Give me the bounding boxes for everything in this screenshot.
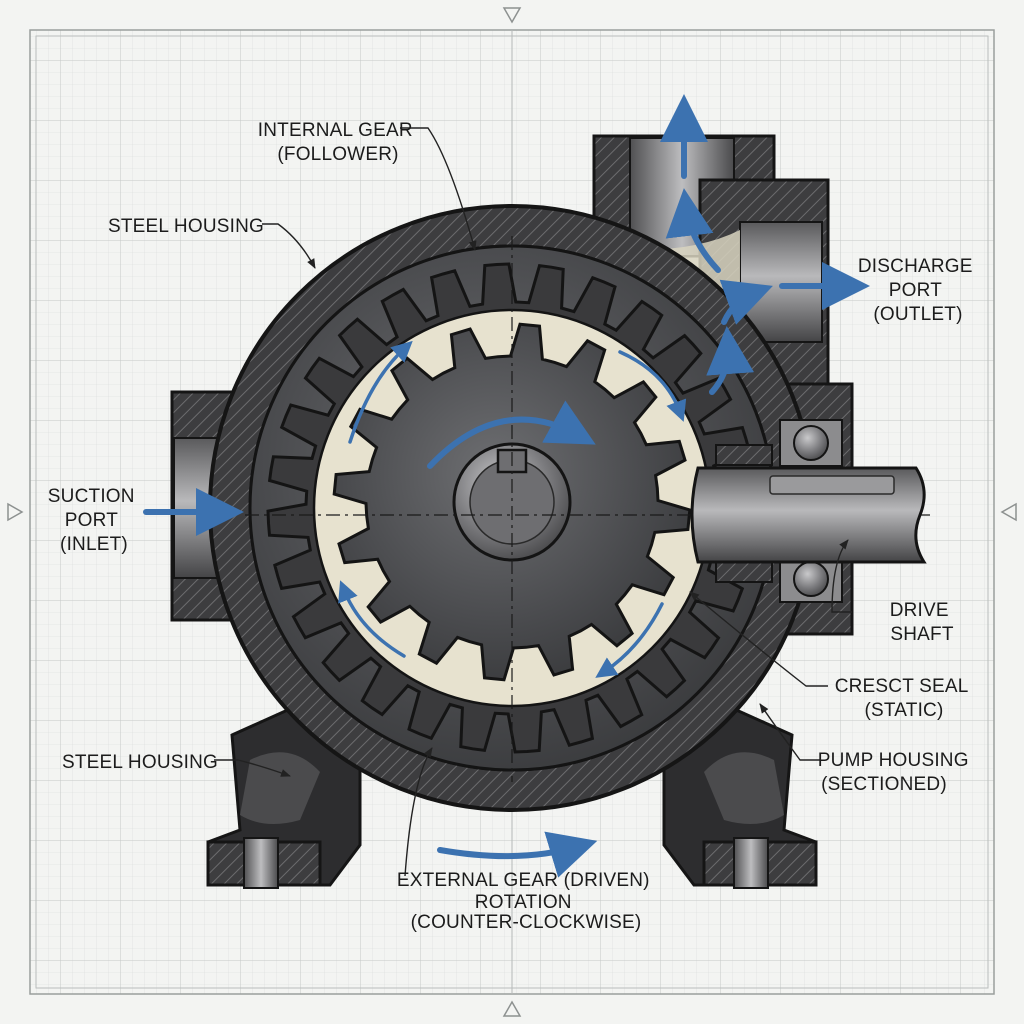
shaft-seal-top [715, 444, 773, 466]
right-bolt-hole [733, 837, 769, 889]
left-bolt-hole [243, 837, 279, 889]
gear-rotation-arrow [427, 400, 596, 469]
internal-gear [248, 244, 776, 772]
internal-gear-label: INTERNAL GEAR (FOLLOWER) [258, 120, 418, 165]
steel-housing-bottom-label: STEEL HOUSING [62, 752, 218, 773]
bearing-top [779, 419, 843, 467]
discharge-curve-arrow-1 [719, 279, 773, 325]
external-gear [332, 322, 692, 682]
suction-port-label: SUCTION PORT (INLET) [48, 486, 140, 555]
internal-gear-body [248, 244, 776, 772]
shaft-seal-bottom [715, 561, 773, 583]
bearing-bottom [779, 555, 843, 603]
labels: INTERNAL GEAR (FOLLOWER) STEEL HOUSING D… [48, 120, 978, 933]
drive-shaft-label: DRIVE SHAFT [890, 600, 955, 645]
flow-arrows [143, 94, 870, 878]
outlet-curve-arrow [665, 188, 721, 273]
base-rotation-arrow [437, 831, 598, 878]
leader-lines [214, 127, 852, 877]
external-gear-label: EXTERNAL GEAR (DRIVEN) ROTATION (COUNTER… [397, 870, 655, 933]
pump-housing-label: PUMP HOUSING (SECTIONED) [818, 750, 974, 795]
drive-shaft-assembly [690, 419, 927, 603]
cresct-seal-label: CRESCT SEAL (STATIC) [835, 676, 974, 721]
discharge-port-label: DISCHARGE PORT (OUTLET) [858, 256, 978, 325]
steel-housing-top-label: STEEL HOUSING [108, 216, 264, 237]
discharge-curve-arrow-2 [706, 326, 755, 395]
